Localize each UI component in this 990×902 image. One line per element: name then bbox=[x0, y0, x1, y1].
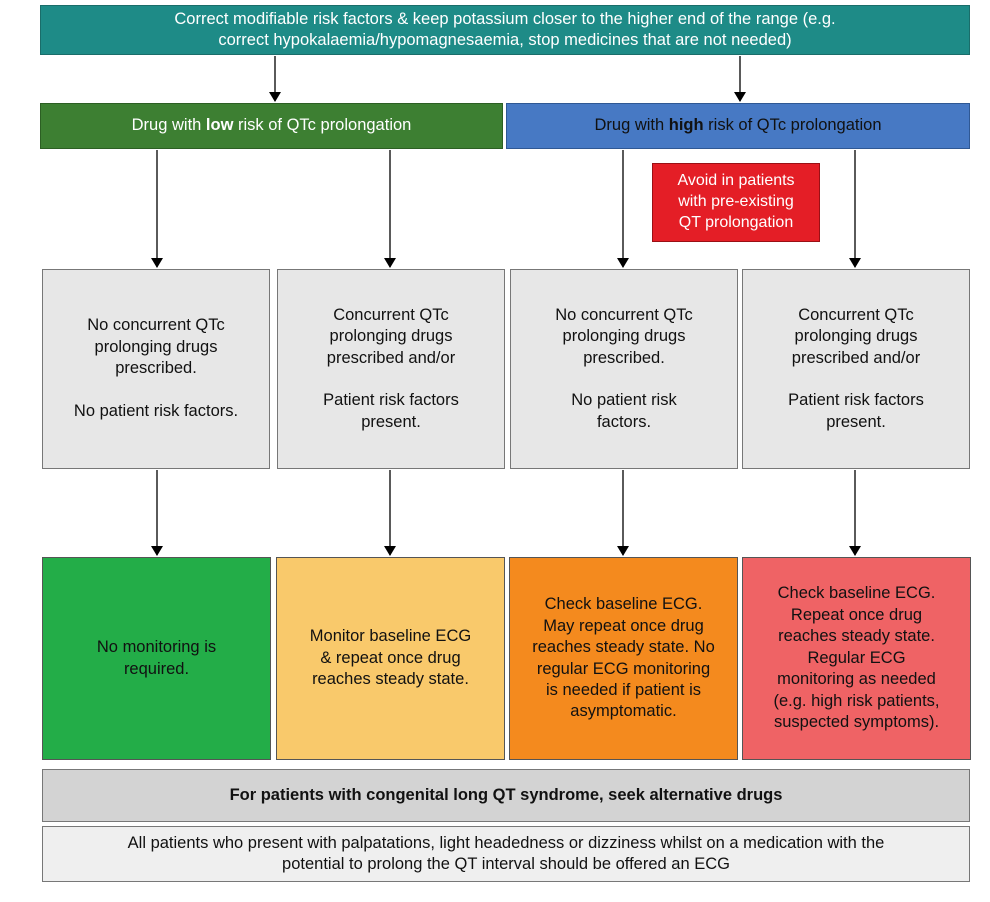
avoid-note-text: Avoid in patients with pre-existing QT p… bbox=[677, 172, 795, 231]
outcome-text-1: No monitoring is required. bbox=[96, 638, 217, 678]
condition-text-3: No concurrent QTc prolonging drugs presc… bbox=[555, 305, 693, 431]
low-risk-prefix: Drug with bbox=[131, 116, 206, 135]
condition-box-2: Concurrent QTc prolonging drugs prescrib… bbox=[277, 269, 505, 469]
outcome-box-no-monitoring: No monitoring is required. bbox=[42, 557, 271, 760]
high-risk-bold: high bbox=[668, 116, 704, 135]
low-risk-bold: low bbox=[205, 116, 234, 135]
condition-box-1: No concurrent QTc prolonging drugs presc… bbox=[42, 269, 270, 469]
high-risk-prefix: Drug with bbox=[594, 116, 669, 135]
congenital-note-text: For patients with congenital long QT syn… bbox=[229, 785, 783, 804]
outcome-box-regular-monitoring: Check baseline ECG. Repeat once drug rea… bbox=[742, 557, 971, 760]
condition-box-4: Concurrent QTc prolonging drugs prescrib… bbox=[742, 269, 970, 469]
outcome-box-monitor-baseline: Monitor baseline ECG & repeat once drug … bbox=[276, 557, 505, 760]
high-risk-suffix: risk of QTc prolongation bbox=[703, 116, 882, 135]
ecg-note-text: All patients who present with palpatatio… bbox=[127, 833, 885, 873]
high-risk-label: Drug with high risk of QTc prolongation bbox=[594, 115, 881, 136]
outcome-text-3: Check baseline ECG. May repeat once drug… bbox=[532, 595, 715, 721]
avoid-qt-prolongation-box: Avoid in patients with pre-existing QT p… bbox=[652, 163, 820, 242]
risk-factor-correction-box: Correct modifiable risk factors & keep p… bbox=[40, 5, 970, 55]
low-risk-label: Drug with low risk of QTc prolongation bbox=[132, 115, 412, 136]
low-risk-drug-box: Drug with low risk of QTc prolongation bbox=[40, 103, 503, 149]
outcome-text-2: Monitor baseline ECG & repeat once drug … bbox=[309, 627, 472, 689]
condition-text-1: No concurrent QTc prolonging drugs presc… bbox=[73, 316, 239, 421]
high-risk-drug-box: Drug with high risk of QTc prolongation bbox=[506, 103, 970, 149]
low-risk-suffix: risk of QTc prolongation bbox=[233, 116, 412, 135]
risk-factor-correction-text: Correct modifiable risk factors & keep p… bbox=[174, 9, 836, 49]
outcome-text-4: Check baseline ECG. Repeat once drug rea… bbox=[773, 584, 940, 732]
outcome-box-check-baseline-asymptomatic: Check baseline ECG. May repeat once drug… bbox=[509, 557, 738, 760]
condition-text-4: Concurrent QTc prolonging drugs prescrib… bbox=[788, 305, 924, 431]
condition-box-3: No concurrent QTc prolonging drugs presc… bbox=[510, 269, 738, 469]
congenital-long-qt-note: For patients with congenital long QT syn… bbox=[42, 769, 970, 822]
condition-text-2: Concurrent QTc prolonging drugs prescrib… bbox=[323, 305, 459, 431]
ecg-offer-note: All patients who present with palpatatio… bbox=[42, 826, 970, 882]
